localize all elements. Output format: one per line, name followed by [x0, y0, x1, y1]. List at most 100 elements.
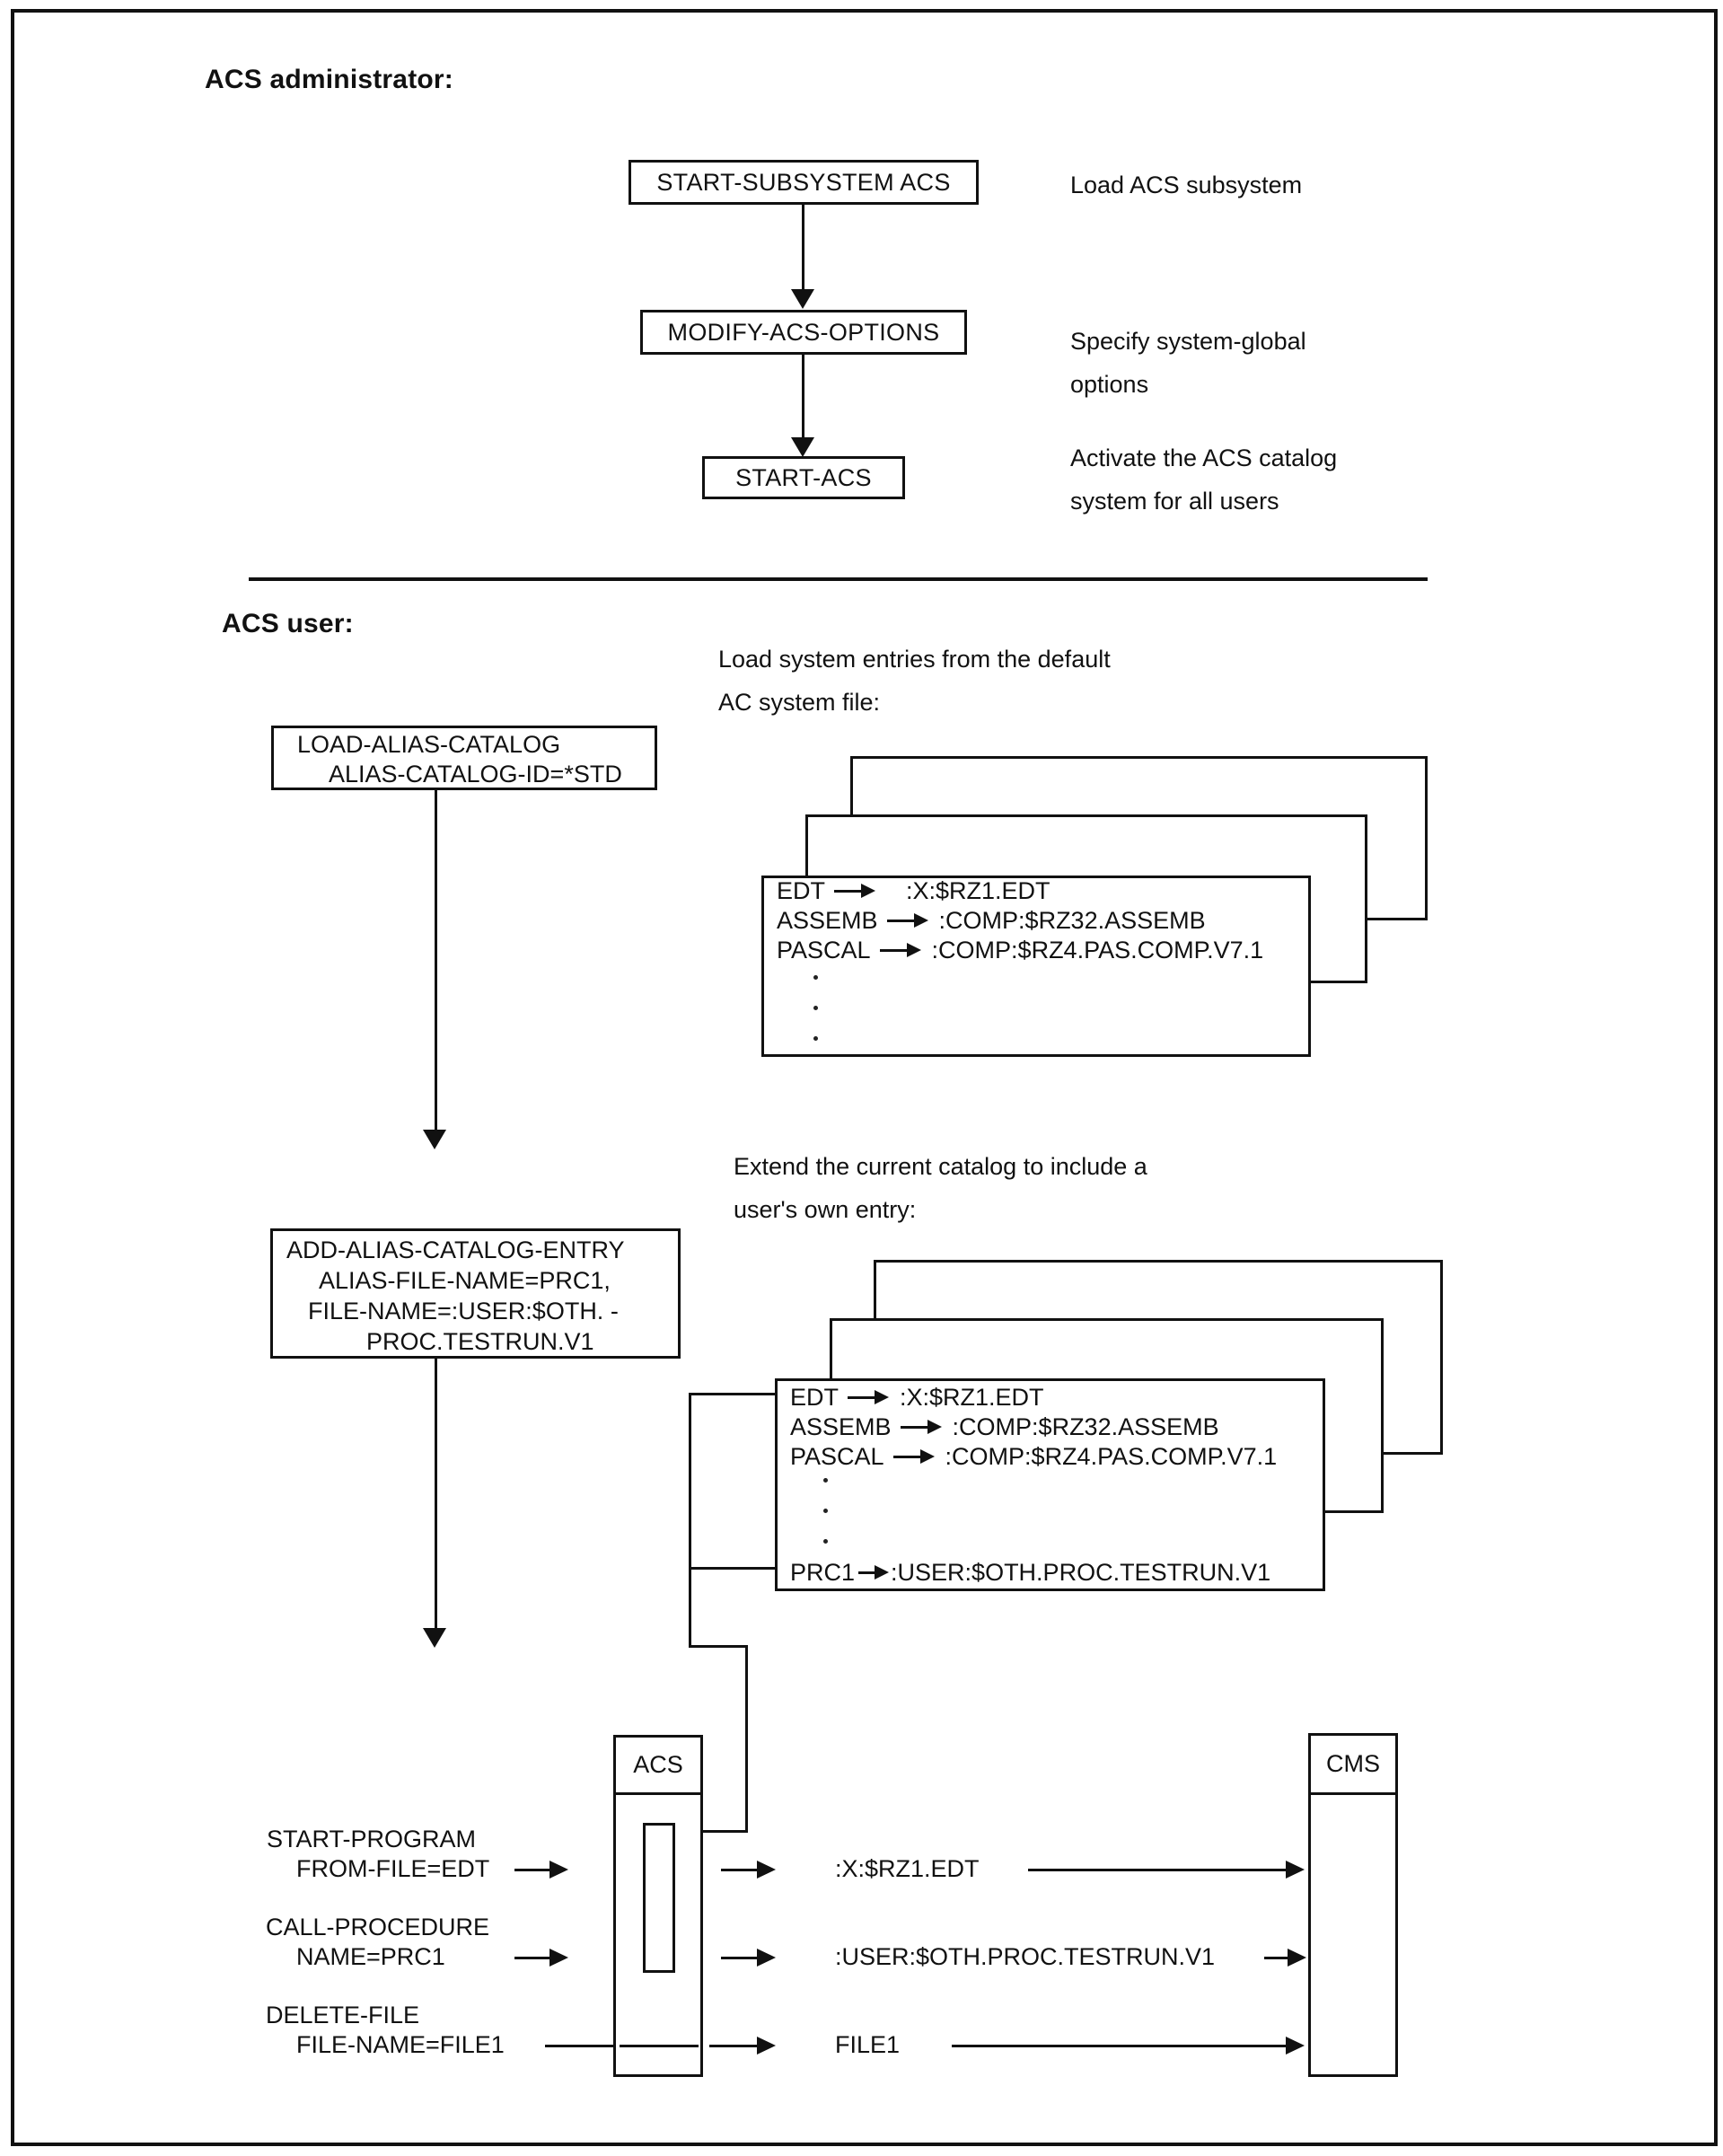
arrow-line-user-1 — [435, 790, 437, 1131]
cms-label: CMS — [1311, 1736, 1395, 1795]
acs-inner-catalog-box — [643, 1823, 675, 1973]
catalog2-row-pascal: PASCAL :COMP:$RZ4.PAS.COMP.V7.1 — [790, 1443, 1277, 1470]
box-start-subsystem-acs: START-SUBSYSTEM ACS — [629, 160, 979, 205]
resolved-file-2: :USER:$OTH.PROC.TESTRUN.V1 — [835, 1943, 1216, 1970]
connector-down-to-acs — [745, 1645, 748, 1833]
arrow-head-user-2 — [423, 1628, 446, 1648]
arrow-line-admin-2 — [802, 355, 804, 437]
box-start-acs-label: START-ACS — [735, 463, 872, 491]
arrow-to-cms3-line — [952, 2045, 1287, 2047]
alias-label: ASSEMB — [777, 906, 878, 934]
arrow-cmd1-head — [549, 1861, 568, 1879]
arrow-cmd3-line — [709, 2045, 759, 2047]
catalog1-row-pascal: PASCAL :COMP:$RZ4.PAS.COMP.V7.1 — [777, 937, 1263, 964]
arrow-line-admin-1 — [802, 205, 804, 289]
arrow-head-admin-2 — [791, 437, 814, 457]
admin-heading: ACS administrator: — [205, 65, 453, 94]
arrow-acs-out1-head — [757, 1861, 776, 1879]
cmd-call-procedure-line1: CALL-PROCEDURE — [266, 1914, 490, 1940]
page-border — [11, 9, 1718, 2146]
resolved-file-3: FILE1 — [835, 2031, 901, 2058]
cmd-delete-file-line1: DELETE-FILE — [266, 2002, 420, 2028]
alias-label: PASCAL — [790, 1442, 884, 1470]
box-modify-acs-options: MODIFY-ACS-OPTIONS — [640, 310, 967, 355]
alias-label: PASCAL — [777, 936, 871, 964]
catalog2-front-sheet — [775, 1378, 1325, 1591]
connector-prc1-to-bracket — [689, 1567, 775, 1570]
arrow-to-cms1-head — [1286, 1861, 1305, 1879]
catalog2-row-edt: EDT :X:$RZ1.EDT — [790, 1384, 1044, 1411]
map-arrow-icon — [886, 913, 928, 928]
box-start-acs: START-ACS — [702, 456, 905, 499]
add-box-line2: ALIAS-FILE-NAME=PRC1, — [319, 1267, 611, 1294]
note-load-acs-subsystem: Load ACS subsystem — [1070, 163, 1302, 207]
note-line: Extend the current catalog to include a — [734, 1153, 1147, 1180]
file-label: :X:$RZ1.EDT — [900, 1383, 1044, 1411]
catalog1-front-sheet — [761, 876, 1311, 1057]
note-load-system-entries: Load system entries from the default AC … — [718, 638, 1111, 724]
arrow-cmd3-head — [757, 2037, 776, 2055]
connector-bracket-vertical — [689, 1393, 691, 1648]
file-label: :COMP:$RZ4.PAS.COMP.V7.1 — [945, 1442, 1278, 1470]
arrow-cmd1-line — [514, 1869, 550, 1871]
file-label: :COMP:$RZ32.ASSEMB — [938, 906, 1206, 934]
note-activate-acs: Activate the ACS catalog system for all … — [1070, 436, 1337, 523]
box-start-subsystem-acs-label: START-SUBSYSTEM ACS — [656, 168, 951, 196]
box-modify-acs-options-label: MODIFY-ACS-OPTIONS — [667, 318, 940, 346]
file-label: :COMP:$RZ32.ASSEMB — [952, 1412, 1219, 1440]
arrow-acs-out2-line — [721, 1957, 759, 1959]
arrow-to-cms2-line — [1264, 1957, 1288, 1959]
note-line: Specify system-global — [1070, 328, 1306, 355]
connector-edt-to-bracket — [689, 1393, 775, 1395]
file-label: :USER:$OTH.PROC.TESTRUN.V1 — [891, 1558, 1271, 1586]
connector-into-acs — [703, 1830, 748, 1833]
cmd-start-program-line2: FROM-FILE=EDT — [296, 1855, 490, 1882]
box-load-alias-catalog: LOAD-ALIAS-CATALOG ALIAS-CATALOG-ID=*STD — [271, 726, 657, 790]
load-box-line2: ALIAS-CATALOG-ID=*STD — [329, 761, 622, 788]
arrow-to-cms2-head — [1288, 1949, 1306, 1967]
map-arrow-icon — [848, 1390, 889, 1404]
note-line: options — [1070, 371, 1149, 398]
alias-label: PRC1 — [790, 1558, 856, 1586]
arrow-head-admin-1 — [791, 289, 814, 309]
map-arrow-icon — [858, 1565, 890, 1580]
cmd-call-procedure-line2: NAME=PRC1 — [296, 1943, 445, 1970]
load-box-line1: LOAD-ALIAS-CATALOG — [297, 731, 561, 758]
box-add-alias-catalog-entry: ADD-ALIAS-CATALOG-ENTRY ALIAS-FILE-NAME=… — [270, 1228, 681, 1359]
cms-system-box: CMS — [1308, 1733, 1398, 2077]
map-arrow-icon — [892, 1449, 935, 1464]
arrow-to-cms3-head — [1286, 2037, 1305, 2055]
catalog1-row-edt: EDT :X:$RZ1.EDT — [777, 877, 1051, 904]
add-box-line4: PROC.TESTRUN.V1 — [366, 1328, 594, 1355]
catalog2-row-prc1: PRC1 :USER:$OTH.PROC.TESTRUN.V1 — [790, 1559, 1270, 1586]
note-extend-catalog: Extend the current catalog to include a … — [734, 1145, 1147, 1231]
alias-label: EDT — [777, 876, 825, 904]
catalog2-row-assemb: ASSEMB :COMP:$RZ32.ASSEMB — [790, 1413, 1219, 1440]
resolved-file-1: :X:$RZ1.EDT — [835, 1855, 980, 1882]
acs-label: ACS — [616, 1738, 700, 1795]
add-box-line1: ADD-ALIAS-CATALOG-ENTRY — [286, 1236, 625, 1263]
map-arrow-icon — [834, 884, 875, 898]
arrow-head-user-1 — [423, 1130, 446, 1149]
note-line: Load system entries from the default — [718, 646, 1111, 673]
note-line: Load ACS subsystem — [1070, 172, 1303, 198]
arrow-acs-out2-head — [757, 1949, 776, 1967]
arrow-line-user-2 — [435, 1359, 437, 1630]
alias-label: ASSEMB — [790, 1412, 892, 1440]
note-line: Activate the ACS catalog — [1070, 444, 1338, 471]
alias-label: EDT — [790, 1383, 839, 1411]
connector-bracket-step — [689, 1645, 748, 1648]
file-label: :COMP:$RZ4.PAS.COMP.V7.1 — [931, 936, 1264, 964]
map-arrow-icon — [879, 943, 921, 957]
arrow-acs-out1-line — [721, 1869, 759, 1871]
delete-line-through-acs — [620, 2045, 699, 2047]
arrow-cmd2-head — [549, 1949, 568, 1967]
section-divider — [249, 577, 1428, 581]
catalog1-row-assemb: ASSEMB :COMP:$RZ32.ASSEMB — [777, 907, 1206, 934]
user-heading: ACS user: — [222, 609, 354, 638]
map-arrow-icon — [900, 1420, 942, 1434]
delete-line-left — [545, 2045, 615, 2047]
note-line: AC system file: — [718, 689, 881, 716]
note-specify-options: Specify system-global options — [1070, 320, 1306, 406]
